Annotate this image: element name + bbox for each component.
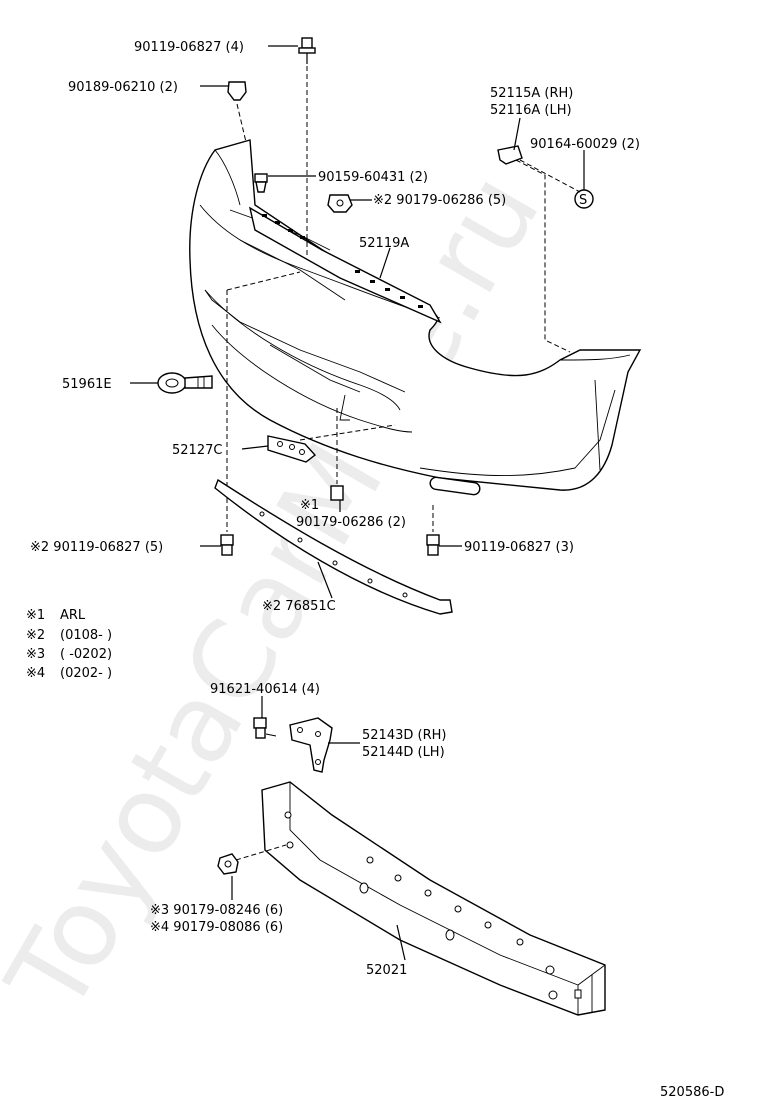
bolt-top-icon [298, 37, 316, 64]
spoiler-76851C [214, 478, 453, 615]
leader-lines [130, 45, 585, 961]
bumper-cover [189, 139, 642, 496]
note-text: ( -0202) [60, 647, 112, 662]
arm-bolt-icon [253, 717, 277, 739]
note-mark: ※1 [26, 608, 45, 623]
upper-bracket-52119A [248, 206, 442, 324]
nut-upper-icon [327, 194, 353, 213]
reinforcement-52021 [261, 781, 606, 1016]
s-mark-icon: S [574, 189, 594, 209]
label-screw-side: 90164-60029 (2) [530, 137, 640, 152]
label-cover-bracket: 52119A [359, 236, 409, 251]
bolt-right-icon [426, 534, 440, 556]
note-mark: ※4 [26, 666, 45, 681]
label-lower-bracket: 52127C [172, 443, 222, 458]
label-screw-upper: 90159-60431 (2) [318, 170, 428, 185]
note-text: ARL [60, 608, 86, 623]
label-retainer-lh: 52116A (LH) [490, 103, 572, 118]
bolt-left-icon [220, 534, 234, 556]
label-arm-rh: 52143D (RH) [362, 728, 446, 743]
lower-bracket-52127C [267, 435, 317, 463]
label-nut-upper: ※2 90179-06286 (5) [373, 193, 506, 208]
note-mark: ※3 [26, 647, 45, 662]
label-note1-nut-mark: ※1 [300, 498, 319, 513]
label-reinforcement: 52021 [366, 963, 407, 978]
label-arm-lh: 52144D (LH) [362, 745, 445, 760]
tow-hook-icon [157, 372, 213, 394]
label-spoiler: ※2 76851C [262, 599, 336, 614]
diagram-code: 520586-D [660, 1085, 724, 1100]
label-arm-bolt: 91621-40614 (4) [210, 682, 320, 697]
arm-bracket [289, 717, 333, 773]
label-bolt-top: 90119-06827 (4) [134, 40, 244, 55]
label-note1-nut: 90179-06286 (2) [296, 515, 406, 530]
label-nut4: ※4 90179-08086 (6) [150, 920, 283, 935]
note-mark: ※2 [26, 628, 45, 643]
nut-reinforcement-icon [217, 853, 239, 875]
label-retainer-rh: 52115A (RH) [490, 86, 573, 101]
note-text: (0202- ) [60, 666, 112, 681]
callout-labels: 90119-06827 (4) 90189-06210 (2) 90159-60… [30, 40, 724, 1100]
label-clip-top: 90189-06210 (2) [68, 80, 178, 95]
screw-upper-icon [254, 173, 268, 193]
clip-icon [227, 81, 247, 101]
label-nut3: ※3 90179-08246 (6) [150, 903, 283, 918]
note-text: (0108- ) [60, 628, 112, 643]
label-tow-hook: 51961E [62, 377, 112, 392]
label-bolt-right: 90119-06827 (3) [464, 540, 574, 555]
s-mark-label: S [579, 193, 587, 208]
notes-legend: ※1 ARL ※2 (0108- ) ※3 ( -0202) ※4 (0202-… [26, 608, 112, 681]
label-bolt-left: ※2 90119-06827 (5) [30, 540, 163, 555]
nut-lower-icon [330, 485, 344, 501]
